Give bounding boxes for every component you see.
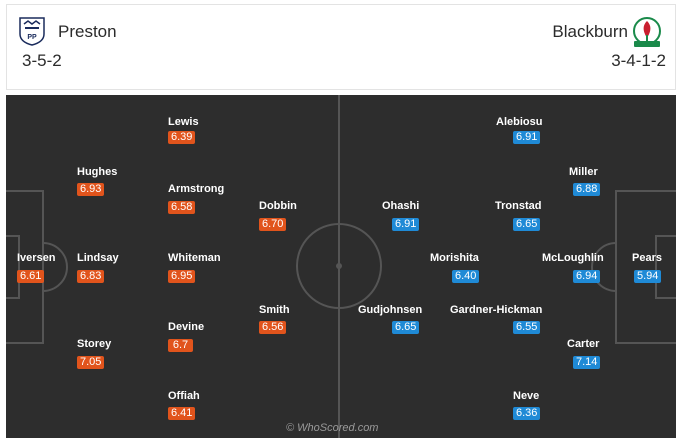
home-formation: 3-5-2 — [22, 51, 62, 70]
header-frame — [6, 4, 676, 90]
svg-text:PP: PP — [27, 34, 37, 41]
match-header: PP Preston 3-5-2 Blackburn 3-4-1-2 — [0, 0, 682, 95]
pitch-markings — [6, 95, 676, 438]
preston-crest-icon: PP — [19, 17, 45, 46]
blackburn-crest-icon — [633, 17, 661, 47]
pitch: Lewis 6.39 Hughes 6.93 Armstrong 6.58 Do… — [6, 95, 676, 438]
home-team-name: Preston — [58, 22, 117, 41]
away-formation: 3-4-1-2 — [611, 51, 666, 70]
whoscored-watermark: © WhoScored.com — [286, 422, 379, 434]
away-team-name: Blackburn — [552, 22, 628, 41]
